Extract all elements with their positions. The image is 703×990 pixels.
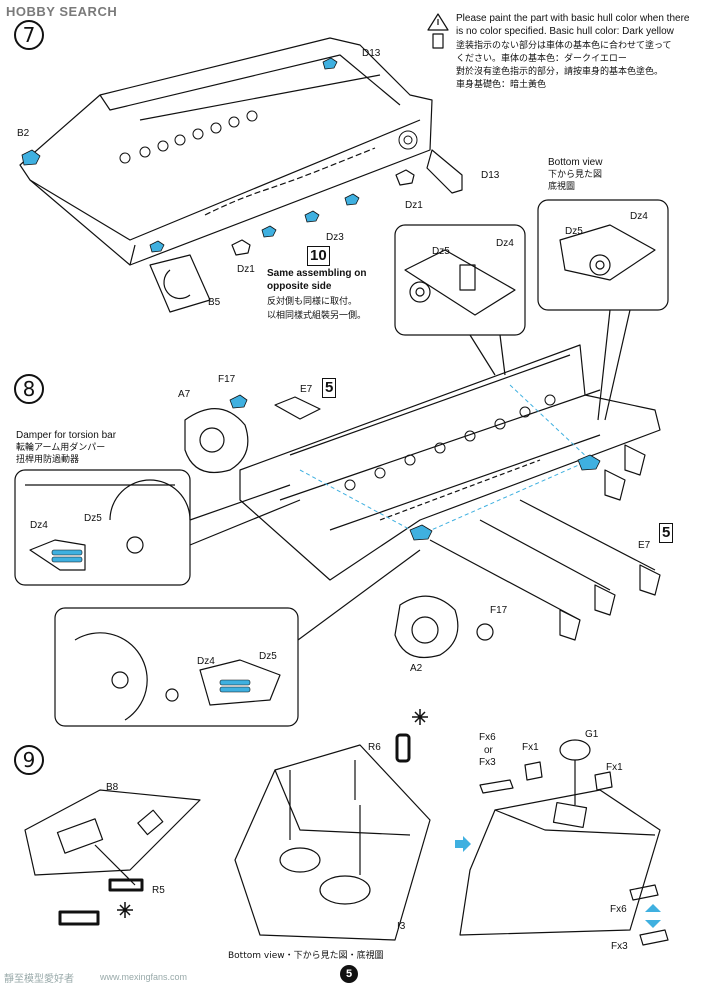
same-assembling-en-2: opposite side [267,281,332,292]
step9-small-parts [58,733,661,928]
notice-jp-line2: ください。車体の基本色：ダークイエロー [456,54,627,64]
page-number: 5 [340,965,358,983]
label-f17-top: F17 [218,374,236,385]
label-fx1-b: Fx1 [606,762,623,773]
label-d13-top: D13 [362,48,381,59]
damper-label-dz5-a: Dz5 [84,513,102,524]
step-number-9: 9 [14,745,44,775]
step7-blue-parts [21,57,360,253]
damper-jp: 転輪アーム用ダンパー [16,443,106,453]
label-fx3-bottom: Fx3 [611,941,628,952]
notice-en-line1: Please paint the part with basic hull co… [456,13,690,24]
detail-label-dz4-b: Dz4 [630,211,648,222]
step8-detail-bubble-lower [54,549,421,727]
bottom-view-en: Bottom view [548,157,603,168]
label-f17-bottom: F17 [490,605,508,616]
label-e7-right: E7 [638,540,651,551]
label-i3: I3 [397,921,406,932]
watermark-left: 靜至模型愛好者 [4,974,74,985]
notice-jp-line1: 塗装指示のない部分は車体の基本色に合わせて塗って [456,41,672,51]
step8-hull-drawing [184,344,661,659]
step9-hull-top-drawing [459,739,669,946]
label-b8: B8 [106,782,119,793]
step7-detail-bubble-left [394,224,526,376]
step7-hull-drawing [19,37,463,313]
step8-detail-bubble-upper [14,469,301,586]
label-dz1-a: Dz1 [405,200,423,211]
ref-step-5-right: 5 [659,523,674,543]
label-a2: A2 [410,663,423,674]
label-dz3: Dz3 [326,232,344,243]
bottom-view-caption: Bottom view・下から見た図・底視圖 [228,951,384,961]
label-r5: R5 [152,885,165,896]
label-dz1-b: Dz1 [237,264,255,275]
brand-header: HOBBY SEARCH [6,4,118,19]
same-assembling-cn: 以相同樣式組裝另一側。 [267,311,367,321]
same-assembling-jp: 反対側も同様に取付。 [267,297,358,307]
damper-label-dz4-a: Dz4 [30,520,48,531]
step8-guide-lines [299,384,591,536]
damper-cn: 扭桿用防過動器 [16,455,80,465]
same-assembling-en-1: Same assembling on [267,268,367,279]
ref-step-10: 10 [307,246,330,266]
label-fx3-top: Fx3 [479,757,496,768]
notice-en-line2: is no color specified. Basic hull color:… [456,26,674,37]
damper-label-dz5-b: Dz5 [259,651,277,662]
label-fx1-a: Fx1 [522,742,539,753]
step7-detail-bubble-right [537,199,669,421]
label-or: or [484,745,493,756]
detail-label-dz4-a: Dz4 [496,238,514,249]
damper-en: Damper for torsion bar [16,430,117,441]
label-fx6-bottom: Fx6 [610,904,627,915]
warning-paint-icon [427,13,449,49]
step-number-7: 7 [14,20,44,50]
step9-hull-bottom-drawing [234,744,431,941]
ref-step-5-top: 5 [322,378,337,398]
label-d13-right: D13 [481,170,500,181]
step9-plate-drawing [24,789,201,886]
notice-cn-line2: 車身基礎色：暗土黃色 [456,80,547,90]
damper-parts-blue [51,549,251,693]
detail-label-dz5-a: Dz5 [432,246,450,257]
watermark-url: www.mexingfans.com [100,972,188,982]
label-g1: G1 [585,729,599,740]
label-a7: A7 [178,389,191,400]
label-b5: B5 [208,297,221,308]
step8-blue-parts [229,394,601,541]
damper-label-dz4-b: Dz4 [197,656,215,667]
step-number-8: 8 [14,374,44,404]
bottom-view-cn: 底視圖 [548,182,576,192]
bottom-view-jp: 下から見た図 [548,170,603,180]
label-fx6-top: Fx6 [479,732,496,743]
label-b2: B2 [17,128,30,139]
detail-label-dz5-b: Dz5 [565,226,583,237]
label-e7-top: E7 [300,384,313,395]
notice-cn-line1: 對於沒有塗色指示的部分，請按車身的基本色塗色。 [456,67,664,77]
asterisk-icons [117,709,428,918]
label-r6: R6 [368,742,381,753]
